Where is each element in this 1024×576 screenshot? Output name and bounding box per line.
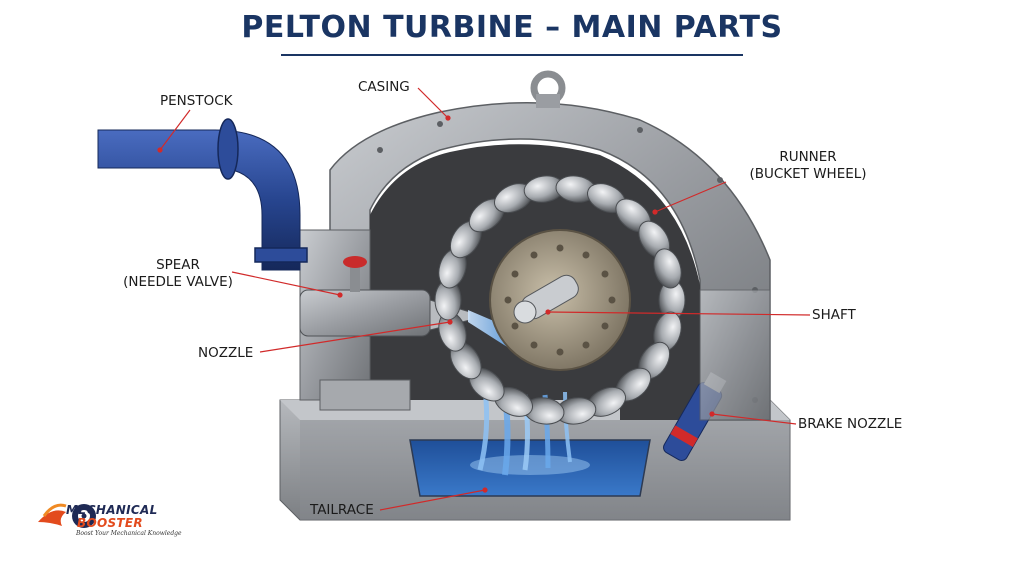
label-runner-line1: RUNNER (779, 149, 837, 165)
hub-bolt (582, 251, 590, 259)
hub-bolt (556, 244, 564, 252)
hub-bolt (608, 296, 616, 304)
hub-bolt (601, 322, 609, 330)
logo-tagline: Boost Your Mechanical Knowledge (76, 530, 182, 537)
leader-lines (157, 87, 811, 511)
label-nozzle: NOZZLE (198, 345, 254, 361)
mechanical-booster-logo-mark (38, 503, 96, 528)
label-spear: SPEAR (NEEDLE VALVE) (118, 257, 238, 291)
runner-buckets (434, 175, 686, 425)
label-penstock: PENSTOCK (160, 93, 233, 109)
logo-text-mechanical: MECHANICAL (66, 503, 158, 517)
label-spear-line2: (NEEDLE VALVE) (123, 274, 233, 290)
logo-text-booster: BOOSTER (77, 516, 143, 530)
hub-bolt (511, 270, 519, 278)
hub-bolt (530, 341, 538, 349)
tailrace-water (409, 439, 651, 497)
penstock-pipe (97, 118, 308, 271)
label-casing: CASING (358, 79, 410, 95)
hub-bolt (511, 322, 519, 330)
hub-bolt (530, 251, 538, 259)
label-brake-nozzle: BRAKE NOZZLE (798, 416, 903, 432)
shaft-body (513, 274, 579, 324)
hub-bolt (582, 341, 590, 349)
label-runner-line2: (BUCKET WHEEL) (749, 166, 867, 182)
hub-bolt (601, 270, 609, 278)
title-underline (281, 54, 743, 56)
runner-bucket (653, 248, 682, 289)
casing-shell (329, 70, 771, 421)
page-title: PELTON TURBINE – MAIN PARTS (241, 10, 783, 45)
hub-bolt (556, 348, 564, 356)
label-shaft: SHAFT (812, 307, 856, 323)
label-tailrace: TAILRACE (310, 502, 374, 518)
label-spear-line1: SPEAR (156, 257, 200, 273)
label-runner: RUNNER (BUCKET WHEEL) (748, 149, 868, 183)
hub-bolt (504, 296, 512, 304)
hub-bolts (504, 244, 616, 356)
